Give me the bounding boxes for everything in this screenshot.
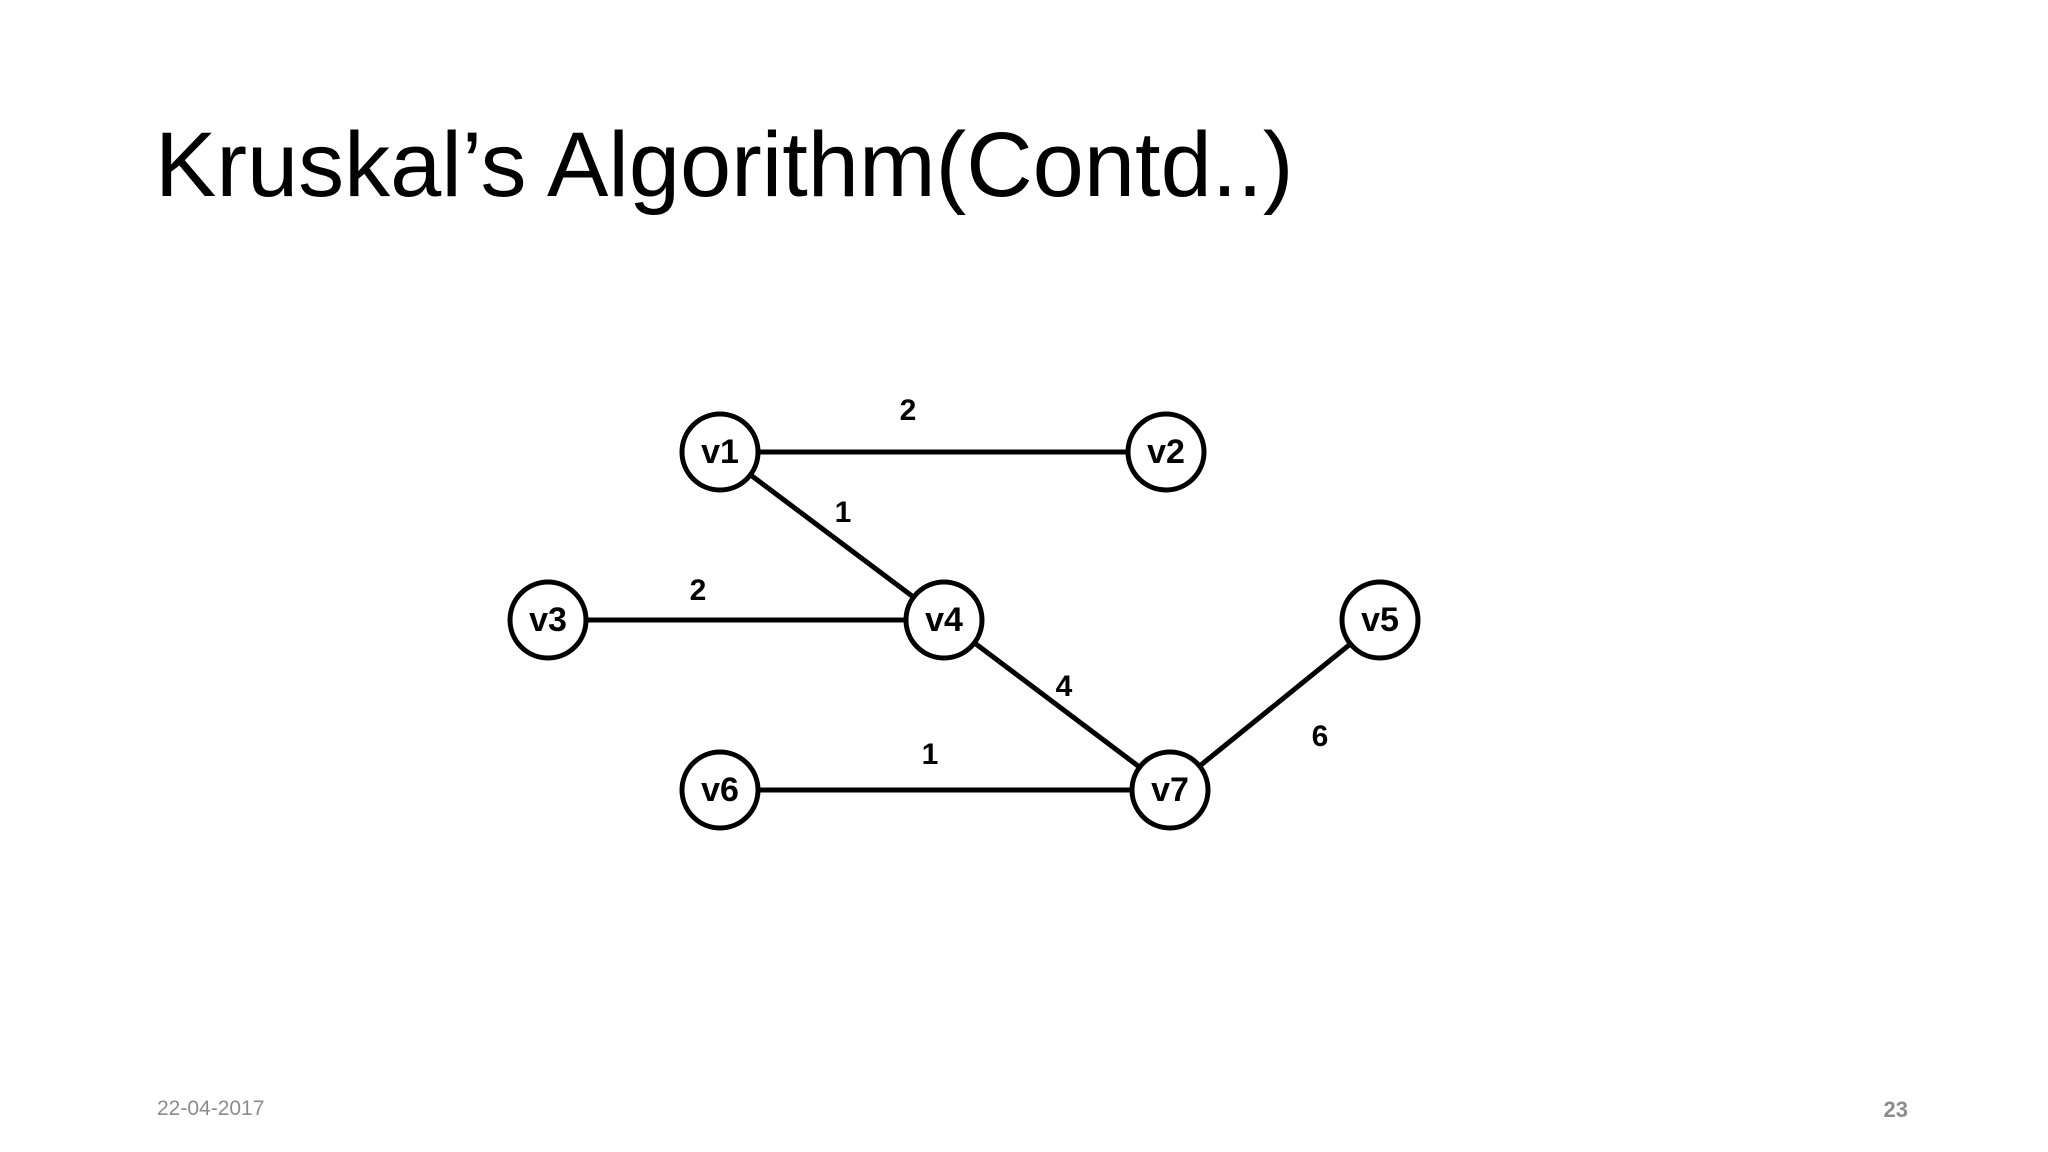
edge-weight-v3-v4: 2 [690, 574, 707, 607]
edges-layer [548, 449, 1382, 793]
page-number: 23 [1883, 1097, 1908, 1122]
node-label-v4: v4 [925, 601, 963, 639]
node-circle-v2 [1125, 411, 1207, 493]
node-v7: v7 [1129, 749, 1211, 831]
slide-title: Kruskal’s Algorithm(Contd..) [155, 114, 1294, 216]
node-label-v1: v1 [701, 433, 739, 471]
node-v5: v5 [1339, 579, 1421, 661]
edge-weights-layer: 2 1 2 4 1 6 [690, 394, 1329, 771]
node-circle-v5 [1339, 579, 1421, 661]
edge-v1-v4 [718, 450, 946, 622]
node-label-v7: v7 [1151, 771, 1189, 809]
node-label-v3: v3 [529, 601, 567, 639]
nodes-layer: v1 v2 v3 v4 v5 v6 v7 [507, 411, 1421, 831]
node-v4: v4 [903, 579, 985, 661]
node-circle-v1 [679, 411, 761, 493]
edge-weight-v1-v4: 1 [835, 496, 852, 529]
node-label-v2: v2 [1147, 433, 1185, 471]
edge-v7-v5 [1168, 618, 1382, 792]
node-circle-v7 [1129, 749, 1211, 831]
node-circle-v6 [679, 749, 761, 831]
node-circle-v4 [903, 579, 985, 661]
edge-weight-v1-v2: 2 [900, 394, 917, 427]
node-label-v6: v6 [701, 771, 739, 809]
node-v1: v1 [679, 411, 761, 493]
edge-v4-v7 [942, 618, 1172, 792]
node-v3: v3 [507, 579, 589, 661]
footer-date: 22-04-2017 [157, 1097, 265, 1120]
edge-weight-v6-v7: 1 [922, 738, 939, 771]
edge-weight-v4-v7: 4 [1056, 670, 1073, 703]
edge-weight-v7-v5: 6 [1312, 720, 1329, 753]
node-label-v5: v5 [1361, 601, 1399, 639]
node-circle-v3 [507, 579, 589, 661]
node-v2: v2 [1125, 411, 1207, 493]
node-v6: v6 [679, 749, 761, 831]
